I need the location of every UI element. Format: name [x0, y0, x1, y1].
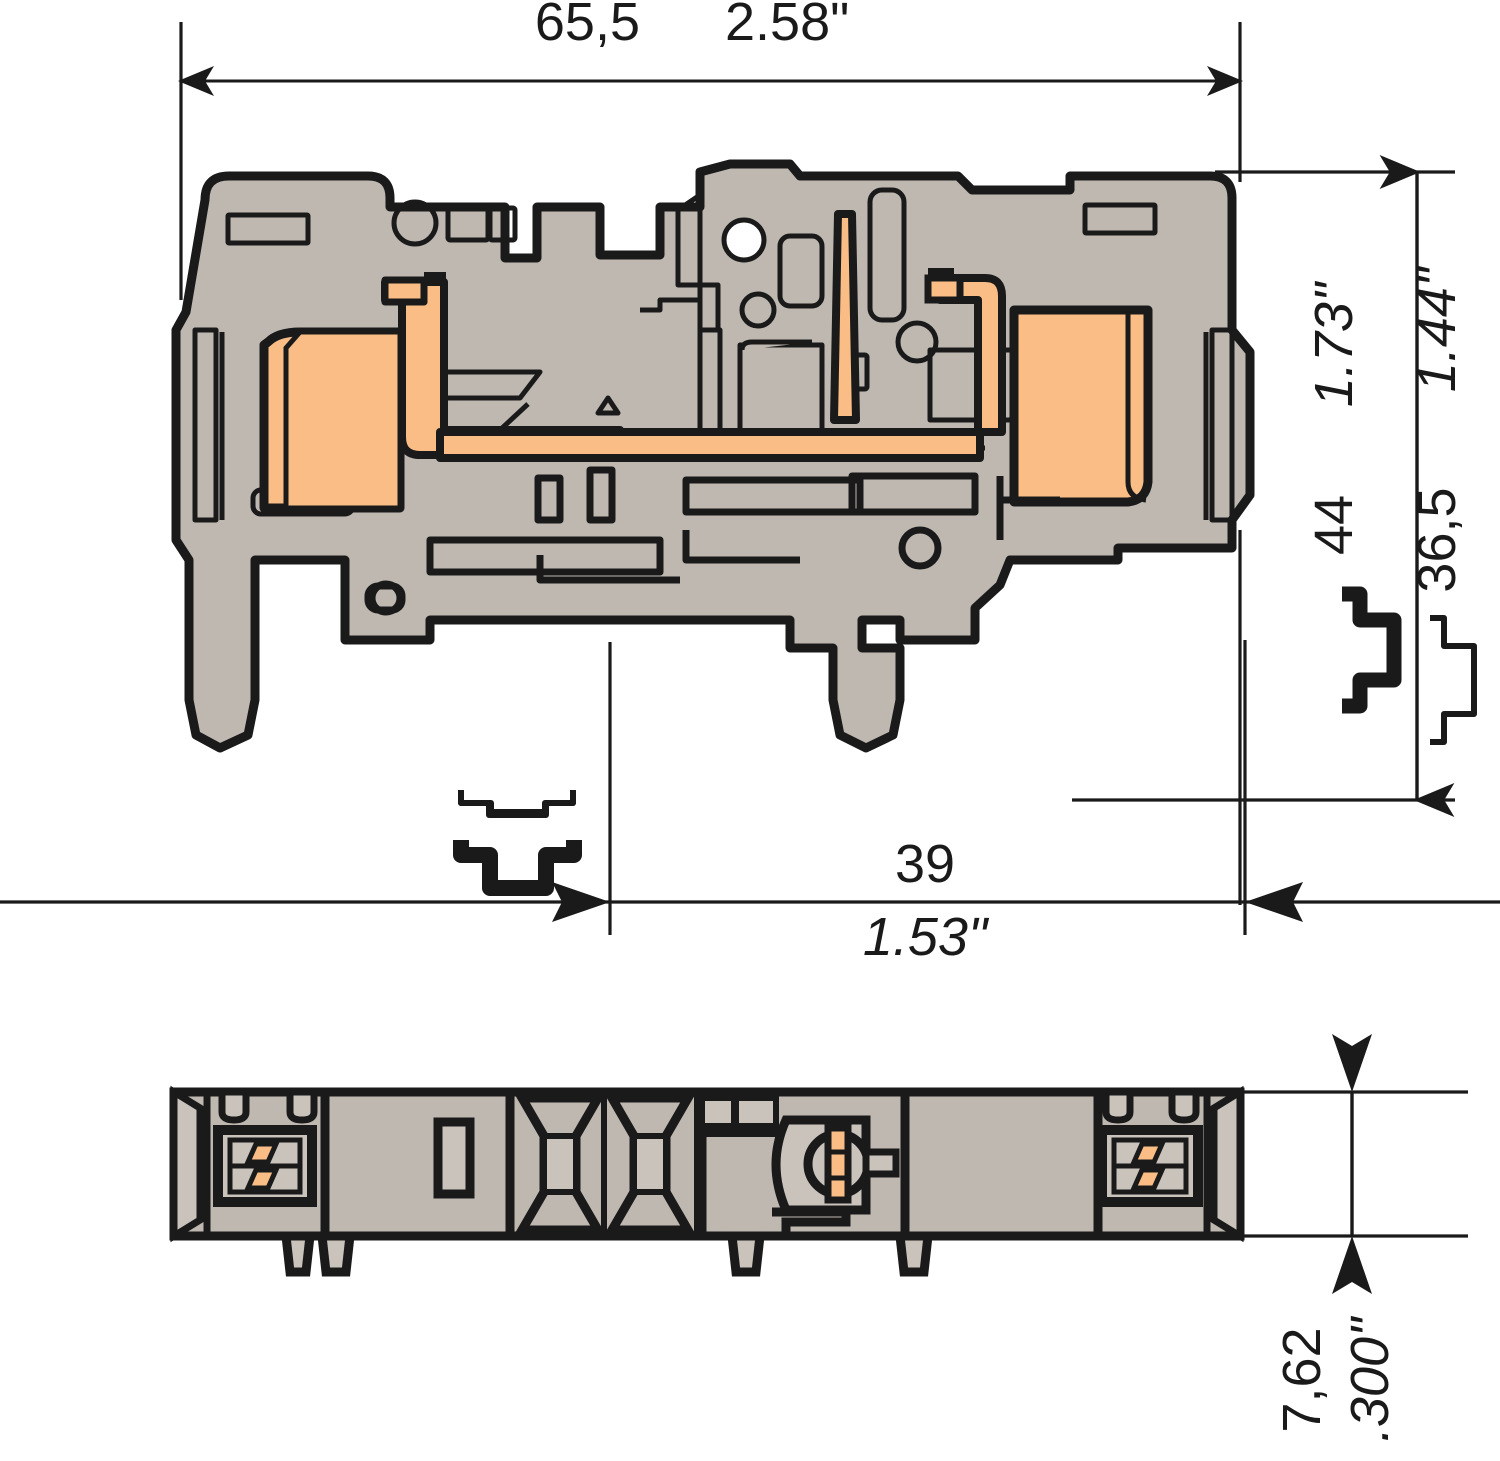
busbar-riser: [830, 210, 860, 424]
bottom-trapezoid-openings: [514, 1092, 700, 1236]
dimension-height-36-5: 1.44" 36,5: [1379, 155, 1477, 817]
bottom-slot-rect: [433, 1117, 475, 1199]
dimension-height-44: 1.73" 44: [1304, 280, 1402, 714]
dim-36-5-metric: 36,5: [1407, 487, 1467, 592]
dim-overall-width-imperial: 2.58": [725, 0, 849, 52]
bottom-view: [169, 1085, 1245, 1277]
bottom-left-endcap: [170, 1085, 211, 1243]
dim-overall-width-metric: 65,5: [535, 0, 640, 52]
contacts-group: [259, 210, 1153, 513]
bottom-right-latch-ears: [1102, 1088, 1200, 1124]
din-rail-35x15-bold-icon: [1342, 586, 1402, 714]
bottom-left-terminal-opening: [213, 1125, 317, 1207]
dim-44-metric: 44: [1304, 495, 1364, 555]
section-lower-rails: [364, 466, 1060, 616]
bottom-right-terminal-opening: [1097, 1125, 1203, 1207]
dimension-overall-width: 65,5 2.58": [178, 0, 1243, 300]
bottom-right-endcap: [1203, 1085, 1244, 1243]
dimension-group-right: 1.44" 36,5 1.73" 44: [1072, 155, 1477, 905]
dim-39-imperial: 1.53": [863, 907, 990, 967]
dimension-thickness-7-62: 7,62 .300": [1240, 1034, 1468, 1442]
din-rail-35x15-bold-icon-lower: [453, 840, 582, 896]
dim-44-imperial: 1.73": [1304, 280, 1364, 407]
bottom-test-point: [771, 1115, 900, 1236]
dim-7-62-metric: 7,62: [1272, 1327, 1332, 1432]
bottom-feet: [280, 1231, 934, 1277]
din-rail-symbol-pair: [453, 790, 582, 896]
contact-right-block: [1009, 305, 1153, 507]
din-rail-35x7-5-thin-icon-lower: [458, 790, 576, 818]
bottom-left-latch-ears: [218, 1088, 318, 1124]
busbar-right: [936, 274, 1006, 436]
section-view: [171, 159, 1255, 935]
dimension-depth-39: 39 1.53": [0, 640, 1500, 967]
busbar-center: [436, 428, 984, 462]
dim-36-5-imperial: 1.44": [1407, 265, 1467, 392]
dim-7-62-imperial: .300": [1340, 1315, 1400, 1442]
din-rail-35x7-5-thin-icon: [1430, 615, 1477, 745]
dim-39-metric: 39: [895, 834, 955, 894]
